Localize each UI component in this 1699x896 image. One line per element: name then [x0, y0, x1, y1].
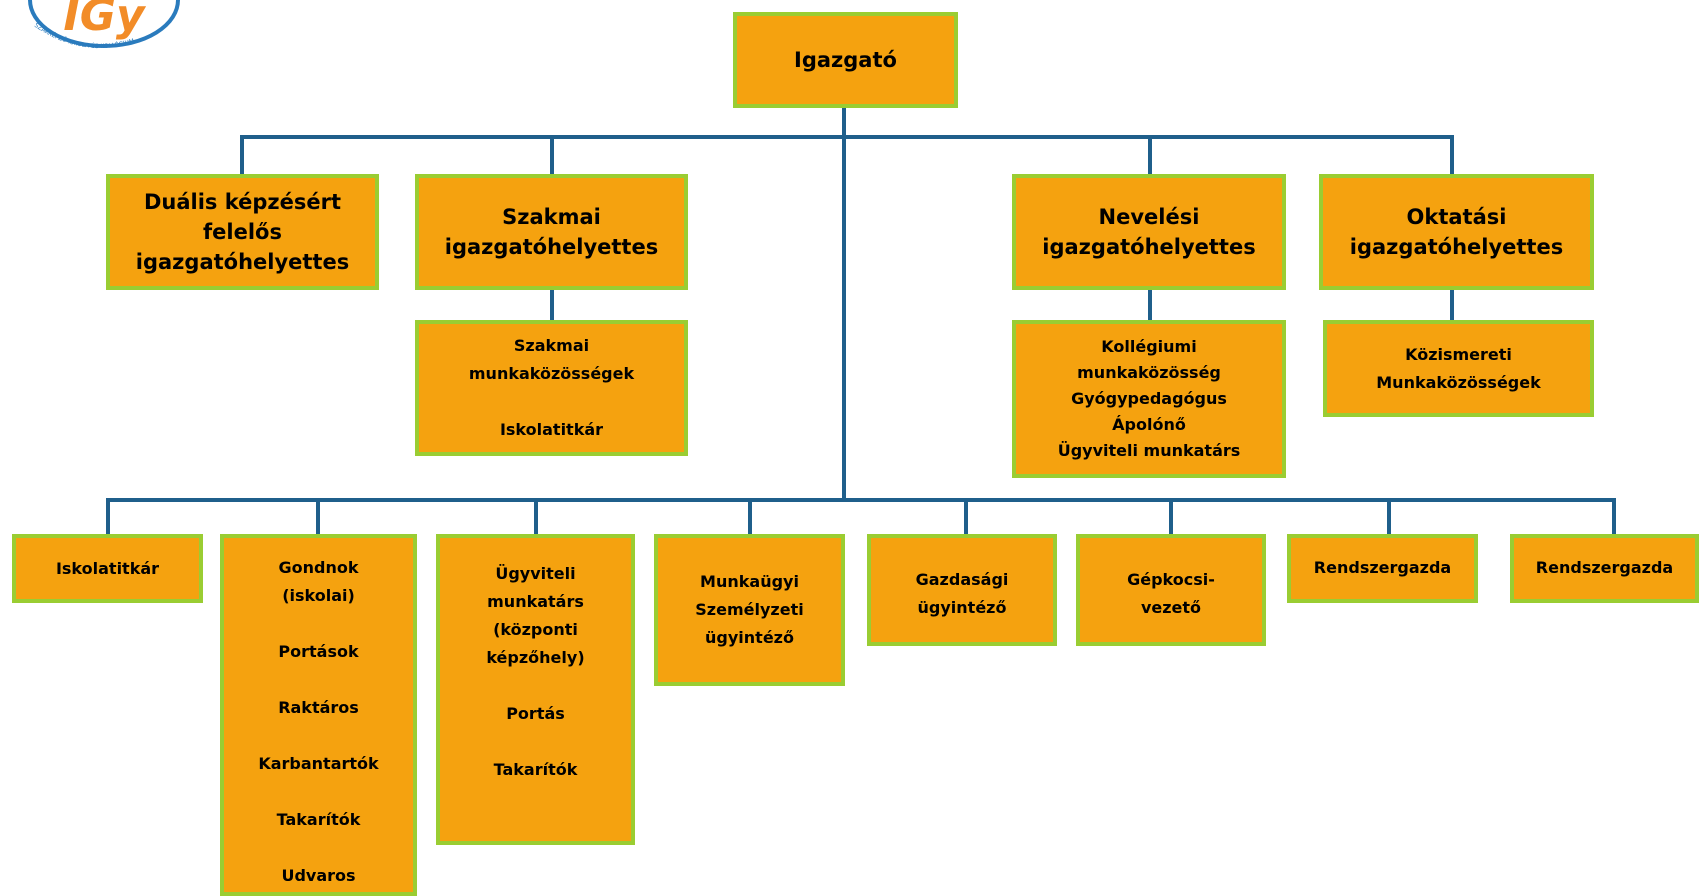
deputy-line: Duális képzésért: [143, 190, 342, 214]
staff-line: Iskolatitkár: [55, 559, 160, 578]
sub-box-szakmai: Szakmai munkaközösségek Iskolatitkár: [415, 320, 688, 456]
deputy-line: igazgatóhelyettes: [1042, 235, 1256, 259]
staff-line: Takarítók: [276, 810, 361, 829]
school-logo: IGy SZAKKÉPZŐ ISKOLA ÉS KOLLÉGIUM: [28, 0, 180, 50]
sub-line: munkaközösség: [1077, 363, 1221, 382]
sub-line: Munkaközösségek: [1376, 372, 1541, 392]
staff-line: Gépkocsi-: [1127, 570, 1215, 589]
deputy-box-oktatasi: Oktatási igazgatóhelyettes: [1319, 174, 1594, 290]
deputy-line: igazgatóhelyettes: [444, 235, 659, 259]
deputy-box-szakmai: Szakmai igazgatóhelyettes: [415, 174, 688, 290]
staff-line: Portás: [506, 704, 565, 723]
deputy-line: Oktatási: [1406, 205, 1507, 229]
staff-box-gazdasagi: Gazdasági ügyintéző: [867, 534, 1057, 646]
deputy-line: igazgatóhelyettes: [1349, 235, 1564, 259]
staff-line: (iskolai): [282, 586, 355, 605]
sub-line: munkaközösségek: [468, 364, 635, 383]
root-label: Igazgató: [794, 48, 897, 72]
deputy-line: igazgatóhelyettes: [135, 250, 350, 274]
staff-line: Udvaros: [281, 866, 356, 885]
deputy-line: Nevelési: [1098, 205, 1200, 229]
staff-box-rendszergazda-1: Rendszergazda: [1287, 534, 1478, 603]
staff-line: Rendszergazda: [1535, 558, 1674, 577]
staff-line: vezető: [1140, 598, 1202, 617]
staff-line: képzőhely): [486, 648, 585, 667]
staff-line: (központi: [493, 620, 578, 639]
sub-line: Kollégiumi: [1101, 337, 1197, 356]
sub-line: Ügyviteli munkatárs: [1057, 441, 1241, 460]
staff-box-munkaugyi: Munkaügyi Személyzeti ügyintéző: [654, 534, 845, 686]
staff-box-ugyviteli: Ügyviteli munkatárs (központi képzőhely)…: [436, 534, 635, 845]
staff-box-gepkocsi: Gépkocsi- vezető: [1076, 534, 1266, 646]
sub-line: Szakmai: [513, 336, 590, 355]
deputy-line: felelős: [203, 220, 282, 244]
root-box-igazgato: Igazgató: [733, 12, 958, 108]
staff-line: Gondnok: [278, 558, 359, 577]
deputy-line: Szakmai: [502, 205, 601, 229]
staff-line: ügyintéző: [917, 598, 1007, 617]
staff-line: Munkaügyi: [700, 572, 799, 591]
deputy-box-dualis: Duális képzésért felelős igazgatóhelyett…: [106, 174, 379, 290]
sub-line: Ápolónő: [1112, 415, 1186, 434]
sub-line: Iskolatitkár: [499, 420, 604, 439]
sub-line: Gyógypedagógus: [1071, 389, 1227, 408]
staff-box-gondnok: Gondnok (iskolai) Portások Raktáros Karb…: [220, 534, 417, 896]
sub-box-oktatasi: Közismereti Munkaközösségek: [1323, 320, 1594, 417]
staff-line: Karbantartók: [258, 754, 379, 773]
sub-line: Közismereti: [1405, 344, 1512, 364]
logo-text: IGy: [63, 0, 146, 41]
staff-line: Raktáros: [278, 698, 359, 717]
staff-line: Személyzeti: [695, 600, 804, 619]
staff-line: munkatárs: [487, 592, 584, 611]
deputy-box-nevelesi: Nevelési igazgatóhelyettes: [1012, 174, 1286, 290]
staff-line: Rendszergazda: [1313, 558, 1452, 577]
staff-box-iskolatitkar: Iskolatitkár: [12, 534, 203, 603]
staff-line: ügyintéző: [705, 628, 794, 647]
staff-box-rendszergazda-2: Rendszergazda: [1510, 534, 1699, 603]
staff-line: Takarítók: [493, 760, 578, 779]
sub-box-nevelesi: Kollégiumi munkaközösség Gyógypedagógus …: [1012, 320, 1286, 478]
staff-line: Ügyviteli: [495, 564, 576, 583]
staff-line: Gazdasági: [915, 570, 1009, 589]
staff-line: Portások: [278, 642, 359, 661]
